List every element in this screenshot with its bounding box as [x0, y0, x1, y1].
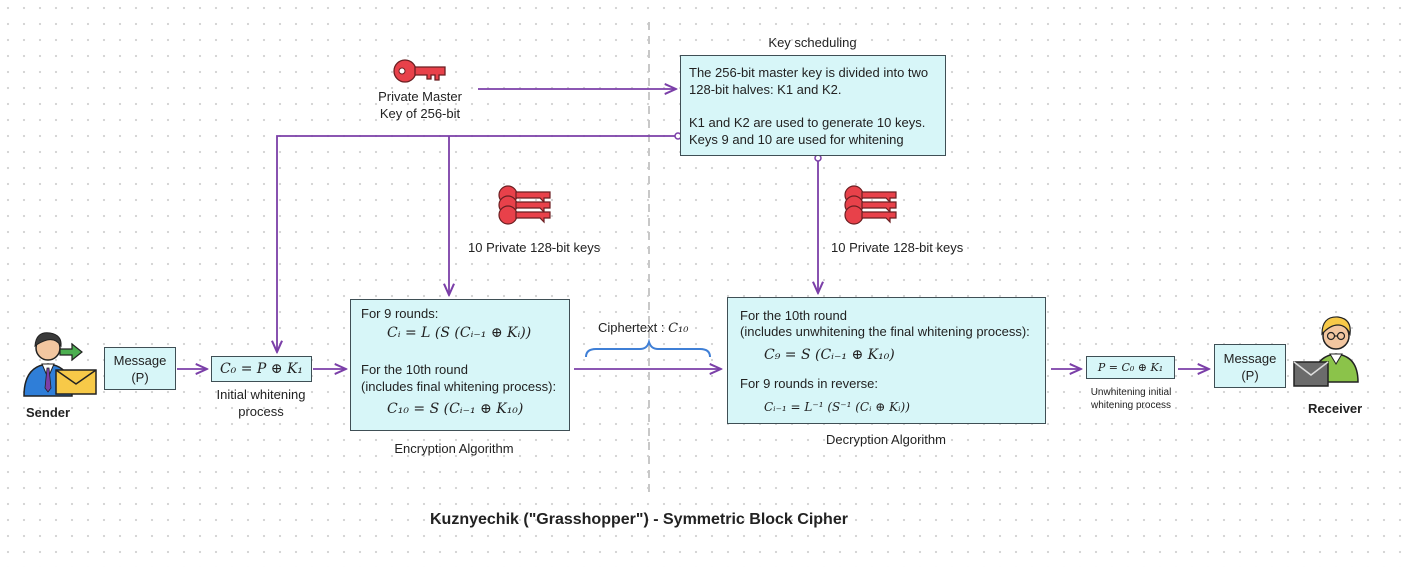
ciphertext-label-row: Ciphertext : C₁₀	[598, 320, 688, 337]
unwhitening-caption-1: Unwhitening initial	[1090, 387, 1172, 398]
key-scheduling-line3: K1 and K2 are used to generate 10 keys.	[689, 115, 926, 130]
master-key-line2: Key of 256-bit	[379, 106, 461, 121]
receiver-label: Receiver	[1308, 401, 1363, 416]
message-out-line2: (P)	[1241, 368, 1259, 383]
message-out-line1: Message	[1223, 351, 1277, 366]
keys-bundle-right-icon	[844, 185, 897, 225]
ciphertext-brace	[585, 338, 711, 358]
keys-bundle-left-icon	[498, 185, 551, 225]
key-scheduling-line1: The 256-bit master key is divided into t…	[689, 65, 929, 80]
initial-whitening-formula: C₀ = P ⊕ K₁	[219, 361, 304, 377]
key-scheduling-line4: Keys 9 and 10 are used for whitening	[689, 132, 904, 147]
decryption-formula2: Cᵢ₋₁ = L⁻¹ (S⁻¹ (Cᵢ ⊕ Kᵢ))	[764, 400, 910, 414]
encryption-box: For 9 rounds: Cᵢ = L (S (Cᵢ₋₁ ⊕ Kᵢ)) For…	[350, 299, 570, 431]
receiver-person-icon	[1293, 316, 1359, 387]
decryption-caption: Decryption Algorithm	[826, 432, 946, 447]
decryption-box: For the 10th round (includes unwhitening…	[727, 297, 1046, 424]
decryption-line1: For the 10th round	[740, 308, 847, 323]
message-in-line2: (P)	[131, 370, 149, 385]
arrow-schedule-to-whitening	[277, 135, 680, 352]
arrows	[177, 89, 1209, 369]
encryption-line1: For 9 rounds:	[361, 306, 439, 321]
initial-whitening-caption-1: Initial whitening	[216, 387, 306, 402]
decryption-line3: For 9 rounds in reverse:	[740, 376, 879, 391]
encryption-formula2: C₁₀ = S (Cᵢ₋₁ ⊕ K₁₀)	[387, 401, 524, 417]
message-in-line1: Message	[113, 353, 167, 368]
key-scheduling-title: Key scheduling	[768, 35, 857, 50]
encryption-line3: (includes final whitening process):	[361, 379, 557, 394]
message-out-box: Message (P)	[1214, 344, 1286, 388]
initial-whitening-box: C₀ = P ⊕ K₁	[211, 356, 312, 382]
initial-whitening-caption-2: process	[238, 404, 284, 419]
decryption-line2: (includes unwhitening the final whitenin…	[740, 324, 1030, 339]
message-in-box: Message (P)	[104, 347, 176, 390]
unwhitening-formula: P = C₀ ⊕ K₁	[1097, 361, 1164, 374]
encryption-formula1: Cᵢ = L (S (Cᵢ₋₁ ⊕ Kᵢ))	[387, 325, 532, 341]
encryption-caption: Encryption Algorithm	[394, 441, 514, 456]
key-scheduling-line2: 128-bit halves: K1 and K2.	[689, 82, 842, 97]
keys-right-label: 10 Private 128-bit keys	[831, 240, 964, 255]
diagram-title: Kuznyechik ("Grasshopper") - Symmetric B…	[430, 511, 848, 528]
keys-left-label: 10 Private 128-bit keys	[468, 240, 601, 255]
master-key-line1: Private Master	[378, 89, 462, 104]
key-scheduling-box: The 256-bit master key is divided into t…	[680, 55, 946, 156]
master-key-icon	[393, 59, 446, 83]
sender-label: Sender	[26, 405, 71, 420]
sender-person-icon	[23, 332, 97, 397]
unwhitening-box: P = C₀ ⊕ K₁	[1086, 356, 1175, 379]
decryption-formula1: C₉ = S (Cᵢ₋₁ ⊕ K₁₀)	[764, 347, 895, 363]
ciphertext-symbol: C₁₀	[668, 321, 689, 336]
unwhitening-caption-2: whitening process	[1090, 400, 1172, 411]
ciphertext-label: Ciphertext :	[598, 320, 669, 335]
encryption-line2: For the 10th round	[361, 362, 468, 377]
